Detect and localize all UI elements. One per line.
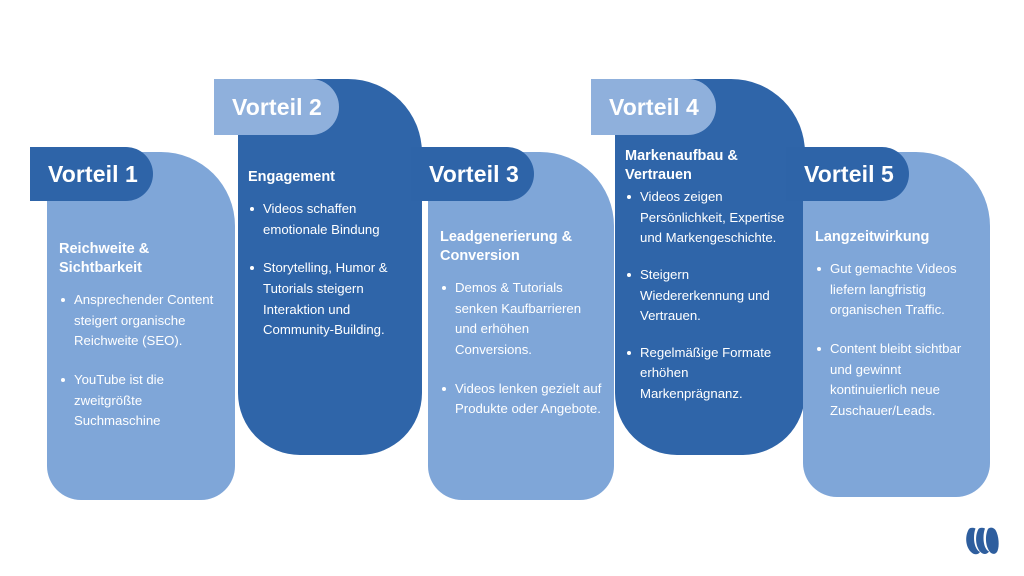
card-1-heading: Reichweite & Sichtbarkeit: [59, 241, 150, 277]
benefit-card-5: Vorteil 5 Langzeitwirkung Gut gemachte V…: [786, 147, 990, 497]
card-5-tab[interactable]: Vorteil 5: [786, 147, 909, 201]
card-5-heading: Langzeitwirkung: [815, 229, 930, 245]
card-5-tab-label: Vorteil 5: [804, 160, 894, 187]
list-item: Gut gemachte Videos liefern langfristig …: [815, 259, 981, 321]
benefit-card-2: Vorteil 2 Engagement Videos schaffen emo…: [214, 79, 422, 455]
benefit-card-1: Vorteil 1 Reichweite & Sichtbarkeit Ansp…: [30, 147, 235, 500]
card-4-body: [615, 79, 805, 455]
card-3-body: [428, 152, 614, 500]
list-item: Videos zeigen Persönlichkeit, Expertise …: [625, 187, 793, 249]
card-3-bullet-list: Demos & Tutorials senken Kaufbarrieren u…: [440, 278, 606, 420]
card-4-tab-label: Vorteil 4: [609, 93, 699, 120]
card-3-tab[interactable]: Vorteil 3: [411, 147, 534, 201]
card-4-tab[interactable]: Vorteil 4: [591, 79, 716, 135]
list-item: Demos & Tutorials senken Kaufbarrieren u…: [440, 278, 606, 360]
card-3-tab-label: Vorteil 3: [429, 160, 519, 187]
list-item: YouTube ist die zweitgrößte Suchmaschine: [59, 370, 223, 432]
card-2-content: Engagement Videos schaffen emotionale Bi…: [248, 168, 414, 341]
card-1-tab[interactable]: Vorteil 1: [30, 147, 153, 201]
list-item: Storytelling, Humor & Tutorials steigern…: [248, 258, 414, 340]
card-2-tab-label: Vorteil 2: [232, 93, 322, 120]
card-3-content: Leadgenerierung & Conversion Demos & Tut…: [440, 228, 606, 420]
list-item: Steigern Wiedererkennung und Vertrauen.: [625, 265, 793, 327]
card-5-bullet-list: Gut gemachte Videos liefern langfristig …: [815, 259, 981, 421]
list-item: Videos schaffen emotionale Bindung: [248, 199, 414, 240]
card-4-heading: Markenaufbau & Vertrauen: [625, 148, 738, 184]
list-item: Videos lenken gezielt auf Produkte oder …: [440, 379, 606, 420]
benefit-card-3: Vorteil 3 Leadgenerierung & Conversion D…: [411, 147, 614, 500]
card-1-bullet-list: Ansprechender Content steigert organisch…: [59, 290, 223, 432]
card-5-body: [803, 152, 990, 497]
card-3-heading: Leadgenerierung & Conversion: [440, 229, 573, 265]
card-2-tab[interactable]: Vorteil 2: [214, 79, 339, 135]
benefit-card-4: Vorteil 4 Markenaufbau & Vertrauen Video…: [591, 79, 805, 455]
card-2-heading: Engagement: [248, 169, 336, 185]
card-1-tab-label: Vorteil 1: [48, 160, 138, 187]
card-4-bullet-list: Videos zeigen Persönlichkeit, Expertise …: [625, 187, 793, 404]
w-logo-icon: [958, 516, 1006, 564]
list-item: Regelmäßige Formate erhöhen Markenprägna…: [625, 343, 793, 405]
list-item: Content bleibt sichtbar und gewinnt kont…: [815, 339, 981, 421]
card-5-content: Langzeitwirkung Gut gemachte Videos lief…: [815, 228, 981, 421]
card-4-content: Markenaufbau & Vertrauen Videos zeigen P…: [625, 147, 793, 421]
card-2-bullet-list: Videos schaffen emotionale Bindung Story…: [248, 199, 414, 341]
card-2-body: [238, 79, 422, 455]
list-item: Ansprechender Content steigert organisch…: [59, 290, 223, 352]
card-1-content: Reichweite & Sichtbarkeit Ansprechender …: [59, 240, 223, 432]
card-1-body: [47, 152, 235, 500]
